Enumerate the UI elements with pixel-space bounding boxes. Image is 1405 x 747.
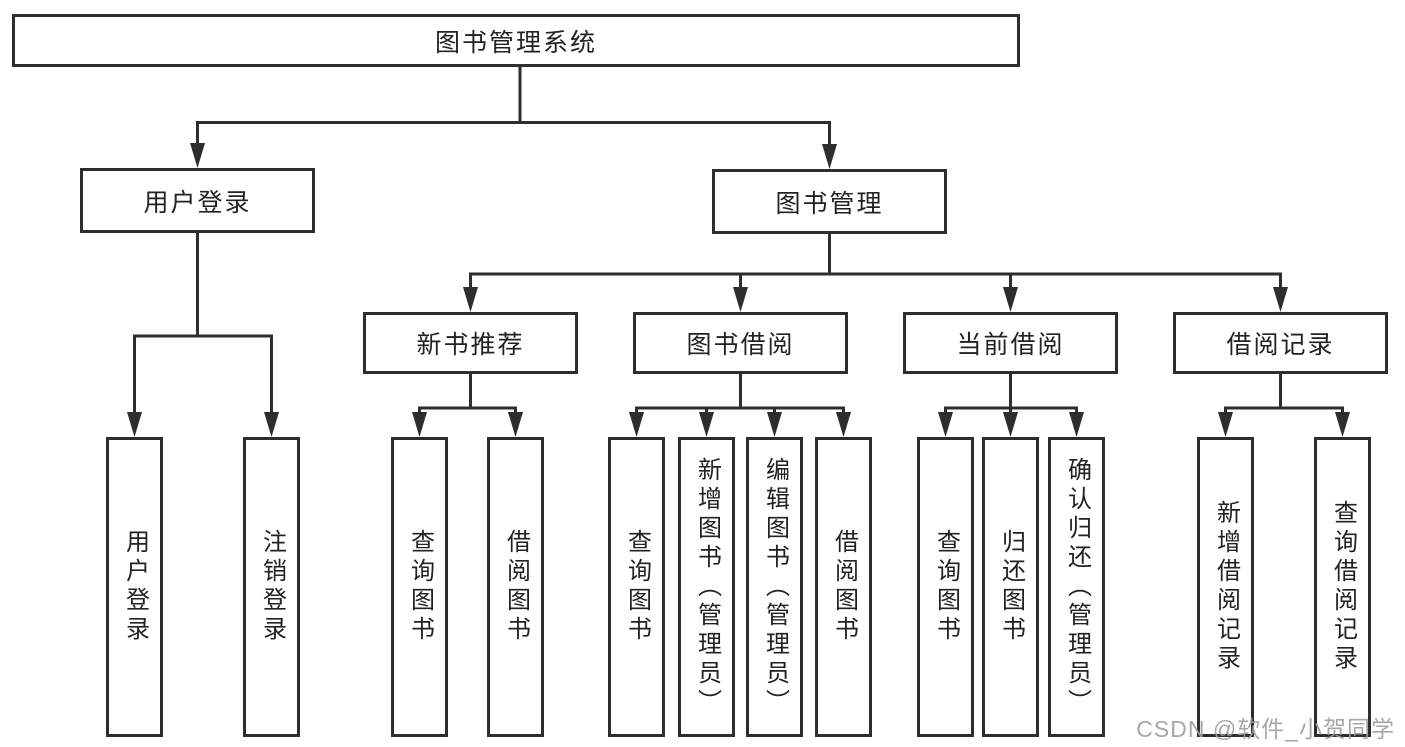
leaf-edit-book-admin: 编辑图书（管理员） — [746, 437, 803, 737]
node-label: 借阅图书 — [502, 529, 530, 645]
leaf-query-books-borrowing: 查询图书 — [608, 437, 665, 737]
arrowhead — [1003, 412, 1018, 437]
node-label: 查询图书 — [932, 529, 960, 645]
node-book-management: 图书管理 — [712, 169, 947, 234]
node-label: 查询借阅记录 — [1329, 500, 1357, 674]
arrowhead — [836, 412, 851, 437]
arrowhead — [699, 412, 714, 437]
node-book-borrowing: 图书借阅 — [633, 312, 848, 374]
node-label: 编辑图书（管理员） — [761, 456, 789, 718]
arrowhead — [1218, 412, 1233, 437]
edge-root-to-level2 — [196, 65, 831, 150]
arrowhead — [508, 412, 523, 437]
arrowhead — [938, 412, 953, 437]
node-label: 借阅图书 — [830, 529, 858, 645]
node-label: 注销登录 — [258, 529, 286, 645]
arrowheads — [127, 143, 1350, 437]
arrowhead — [412, 412, 427, 437]
leaf-borrow-books-borrowing: 借阅图书 — [815, 437, 872, 737]
node-user-login: 用户登录 — [80, 168, 315, 233]
node-label: 新增图书（管理员） — [693, 456, 721, 718]
node-label: 当前借阅 — [956, 331, 1065, 359]
node-root: 图书管理系统 — [12, 14, 1020, 67]
arrowhead — [767, 412, 782, 437]
leaf-add-book-admin: 新增图书（管理员） — [678, 437, 735, 737]
node-label: 图书借阅 — [686, 331, 795, 359]
node-label: 用户登录 — [121, 529, 149, 645]
edge-current-to-leaves — [944, 372, 1078, 417]
arrowhead — [127, 412, 142, 437]
edge-userlogin-to-leaves — [133, 231, 273, 417]
arrowhead — [1273, 287, 1288, 312]
arrowhead — [463, 287, 478, 312]
watermark: CSDN @软件_小贺同学 — [1136, 716, 1395, 742]
arrowhead — [1335, 412, 1350, 437]
node-current-borrowing: 当前借阅 — [903, 312, 1118, 374]
leaf-query-borrow-record: 查询借阅记录 — [1314, 437, 1371, 737]
leaf-query-books-recommend: 查询图书 — [391, 437, 448, 737]
node-label: 查询图书 — [406, 529, 434, 645]
node-borrowing-records: 借阅记录 — [1173, 312, 1388, 374]
node-label: 确认归还（管理员） — [1063, 456, 1091, 718]
arrowhead — [629, 412, 644, 437]
node-label: 新增借阅记录 — [1212, 500, 1240, 674]
leaf-query-books-current: 查询图书 — [917, 437, 974, 737]
leaf-confirm-return-admin: 确认归还（管理员） — [1048, 437, 1105, 737]
node-label: 用户登录 — [143, 188, 252, 217]
arrowhead — [822, 144, 837, 169]
node-label: 图书管理系统 — [434, 28, 597, 57]
arrowhead — [264, 412, 279, 437]
node-label: 归还图书 — [997, 529, 1025, 645]
edge-borrowing-to-leaves — [635, 372, 845, 417]
node-label: 借阅记录 — [1226, 331, 1335, 359]
leaf-logout: 注销登录 — [243, 437, 300, 737]
node-new-book-recommendation: 新书推荐 — [363, 312, 578, 374]
edge-records-to-leaves — [1224, 372, 1344, 417]
leaf-user-login: 用户登录 — [106, 437, 163, 737]
arrowhead — [190, 143, 205, 168]
node-label: 图书管理 — [775, 189, 884, 218]
arrowhead — [1069, 412, 1084, 437]
leaf-borrow-books-recommend: 借阅图书 — [487, 437, 544, 737]
arrowhead — [733, 287, 748, 312]
leaf-add-borrow-record: 新增借阅记录 — [1197, 437, 1254, 737]
leaf-return-books: 归还图书 — [982, 437, 1039, 737]
edge-bookmgmt-to-level3 — [469, 232, 1282, 293]
arrowhead — [1003, 287, 1018, 312]
node-label: 查询图书 — [623, 529, 651, 645]
node-label: 新书推荐 — [416, 331, 525, 359]
edge-newbook-to-leaves — [418, 372, 517, 417]
